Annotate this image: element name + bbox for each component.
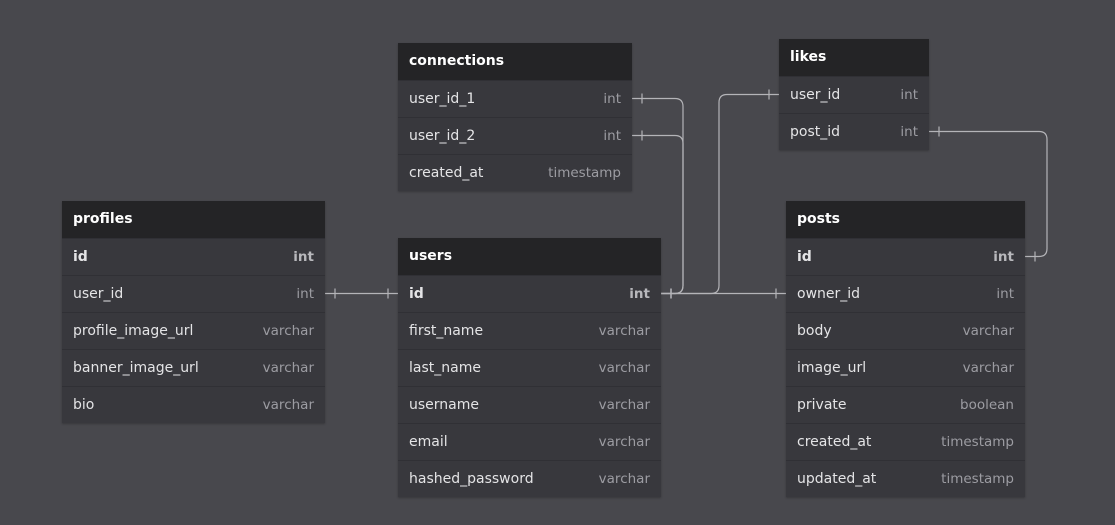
- field-name: username: [409, 397, 479, 413]
- field-type: varchar: [598, 471, 650, 487]
- field-row-user-id[interactable]: user_id int: [62, 275, 325, 312]
- field-type: timestamp: [941, 471, 1014, 487]
- field-row-post-id[interactable]: post_id int: [779, 113, 929, 150]
- field-row-id[interactable]: id int: [62, 238, 325, 275]
- field-type: int: [900, 87, 918, 103]
- field-name: last_name: [409, 360, 481, 376]
- field-type: varchar: [262, 397, 314, 413]
- table-header[interactable]: profiles: [62, 201, 325, 238]
- field-row-last-name[interactable]: last_name varchar: [398, 349, 661, 386]
- relation-link-2: [661, 93, 779, 295]
- table-header[interactable]: posts: [786, 201, 1025, 238]
- field-row-user-id-2[interactable]: user_id_2 int: [398, 117, 632, 154]
- field-name: user_id: [790, 87, 841, 103]
- field-type: varchar: [262, 323, 314, 339]
- field-type: varchar: [598, 434, 650, 450]
- field-name: created_at: [797, 434, 872, 450]
- field-name: updated_at: [797, 471, 877, 487]
- table-header[interactable]: likes: [779, 39, 929, 76]
- field-row-id[interactable]: id int: [786, 238, 1025, 275]
- field-name: user_id: [73, 286, 124, 302]
- field-row-image-url[interactable]: image_url varchar: [786, 349, 1025, 386]
- field-name: created_at: [409, 165, 484, 181]
- table-header[interactable]: connections: [398, 43, 632, 80]
- field-name: id: [73, 249, 88, 265]
- table-header[interactable]: users: [398, 238, 661, 275]
- field-name: private: [797, 397, 847, 413]
- field-row-bio[interactable]: bio varchar: [62, 386, 325, 423]
- field-type: int: [603, 128, 621, 144]
- field-type: varchar: [962, 323, 1014, 339]
- field-name: post_id: [790, 124, 841, 140]
- field-name: first_name: [409, 323, 484, 339]
- field-type: timestamp: [941, 434, 1014, 450]
- field-row-created-at[interactable]: created_at timestamp: [786, 423, 1025, 460]
- field-row-private[interactable]: private boolean: [786, 386, 1025, 423]
- field-row-hashed-password[interactable]: hashed_password varchar: [398, 460, 661, 497]
- field-type: varchar: [598, 323, 650, 339]
- field-type: int: [993, 249, 1014, 265]
- field-row-profile-image-url[interactable]: profile_image_url varchar: [62, 312, 325, 349]
- field-name: user_id_2: [409, 128, 476, 144]
- field-row-user-id[interactable]: user_id int: [779, 76, 929, 113]
- field-type: int: [900, 124, 918, 140]
- field-type: boolean: [960, 397, 1014, 413]
- field-type: varchar: [598, 397, 650, 413]
- field-row-banner-image-url[interactable]: banner_image_url varchar: [62, 349, 325, 386]
- field-row-created-at[interactable]: created_at timestamp: [398, 154, 632, 191]
- field-type: varchar: [962, 360, 1014, 376]
- field-name: body: [797, 323, 832, 339]
- field-type: varchar: [598, 360, 650, 376]
- field-name: user_id_1: [409, 91, 476, 107]
- field-row-owner-id[interactable]: owner_id int: [786, 275, 1025, 312]
- field-row-first-name[interactable]: first_name varchar: [398, 312, 661, 349]
- field-name: bio: [73, 397, 95, 413]
- field-name: image_url: [797, 360, 867, 376]
- field-row-user-id-1[interactable]: user_id_1 int: [398, 80, 632, 117]
- field-name: banner_image_url: [73, 360, 199, 376]
- field-row-updated-at[interactable]: updated_at timestamp: [786, 460, 1025, 497]
- field-row-id[interactable]: id int: [398, 275, 661, 312]
- field-name: profile_image_url: [73, 323, 194, 339]
- field-row-username[interactable]: username varchar: [398, 386, 661, 423]
- field-type: int: [296, 286, 314, 302]
- field-name: owner_id: [797, 286, 861, 302]
- table-profiles[interactable]: profiles id int user_id int profile_image_url…: [62, 201, 325, 423]
- field-type: varchar: [262, 360, 314, 376]
- field-type: int: [603, 91, 621, 107]
- field-type: int: [996, 286, 1014, 302]
- field-type: timestamp: [548, 165, 621, 181]
- field-name: email: [409, 434, 448, 450]
- field-type: int: [293, 249, 314, 265]
- field-row-email[interactable]: email varchar: [398, 423, 661, 460]
- field-name: id: [797, 249, 812, 265]
- field-type: int: [629, 286, 650, 302]
- field-row-body[interactable]: body varchar: [786, 312, 1025, 349]
- field-name: id: [409, 286, 424, 302]
- field-name: hashed_password: [409, 471, 534, 487]
